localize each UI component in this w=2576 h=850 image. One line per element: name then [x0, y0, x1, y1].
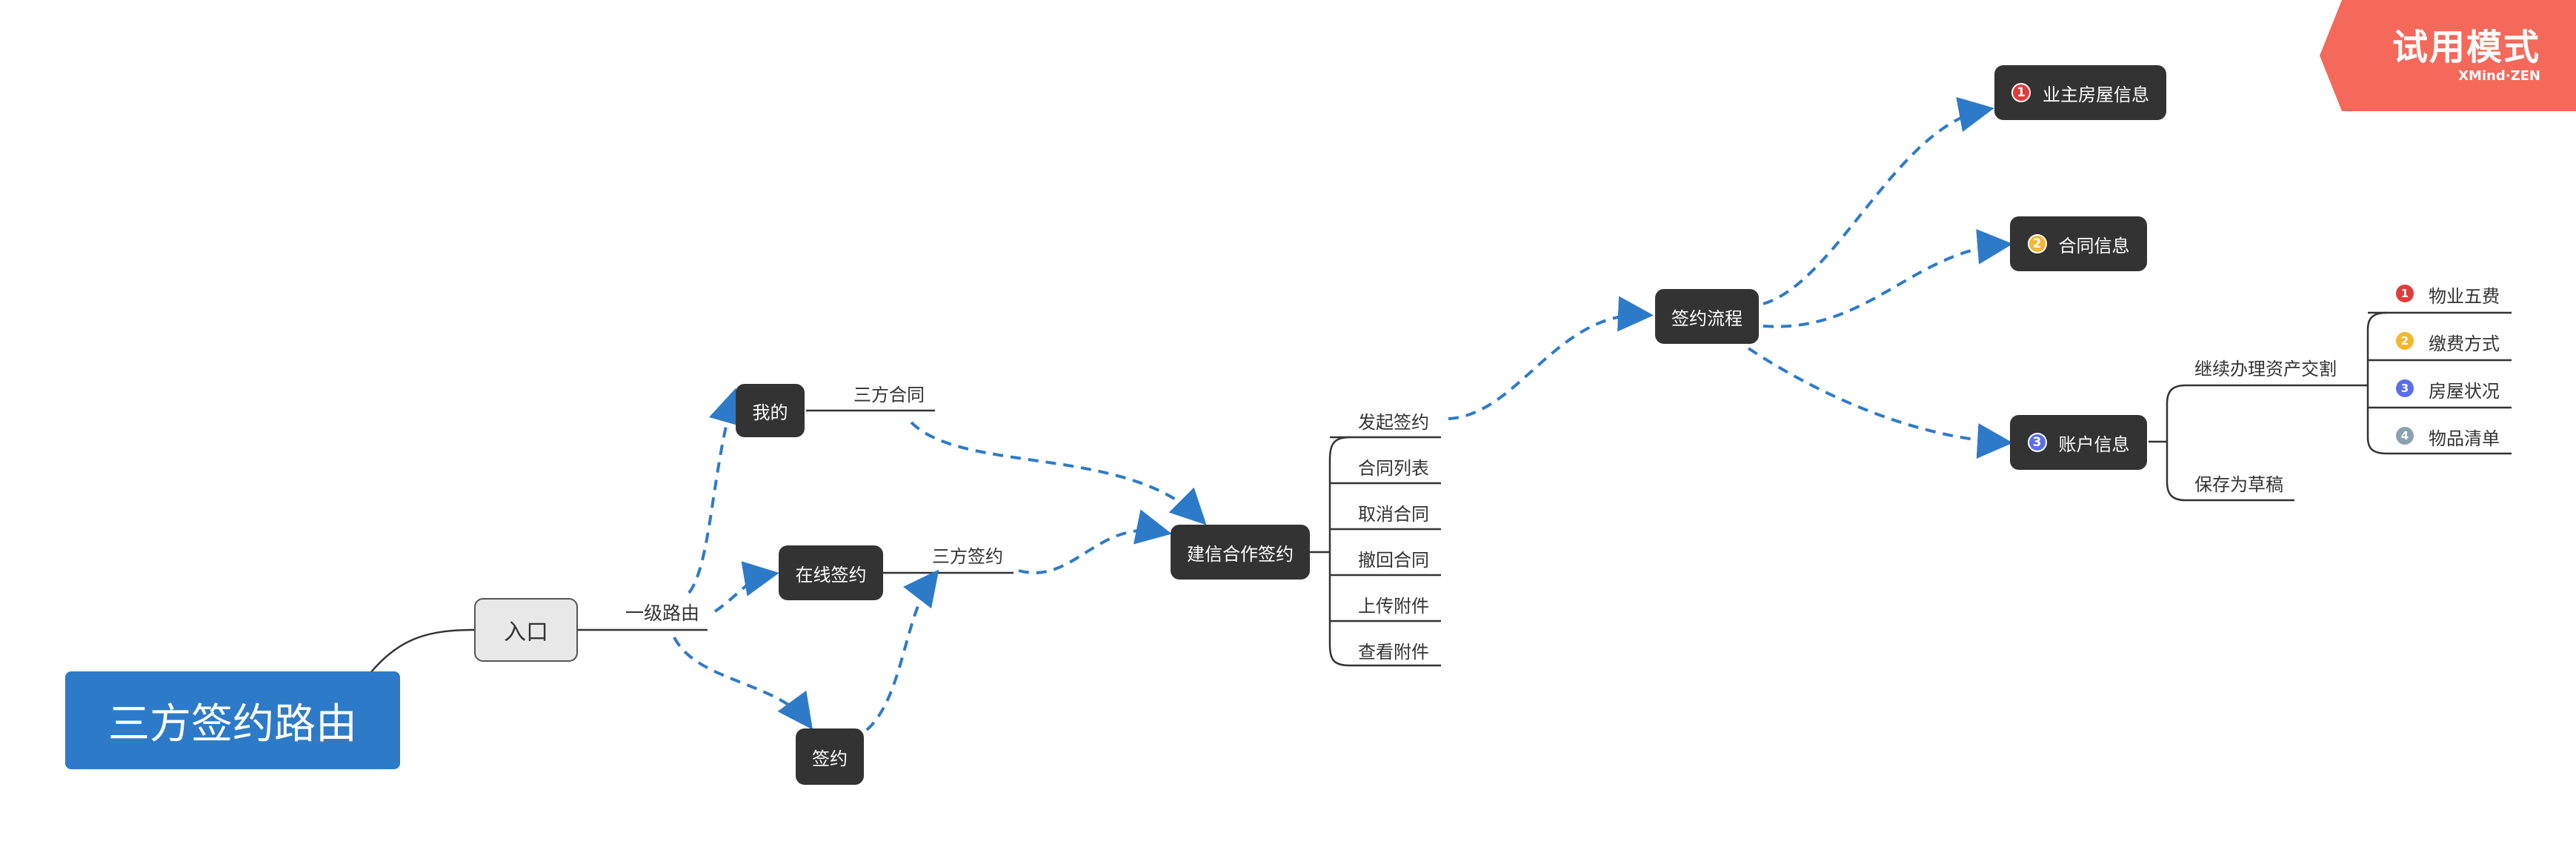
ccb-item-withdraw-contract[interactable]: 撤回合同: [1358, 550, 1429, 571]
payment-method-label[interactable]: 缴费方式: [2429, 333, 2500, 354]
arrow-level1-to-online: [713, 561, 779, 613]
online-sign-topic[interactable]: 在线签约: [779, 545, 883, 600]
entry-topic[interactable]: 入口: [474, 598, 578, 662]
arrow-level1-to-mine: [688, 388, 744, 594]
ccb-item-cancel-contract[interactable]: 取消合同: [1358, 504, 1429, 525]
owner-house-info-label: 业主房屋信息: [2043, 84, 2149, 105]
sign-topic[interactable]: 签约: [796, 728, 864, 785]
entry-topic-label: 入口: [504, 620, 548, 645]
account-info-topic[interactable]: 3 账户信息: [2010, 415, 2147, 470]
account-info-label: 账户信息: [2058, 434, 2130, 455]
contract-info-topic[interactable]: 2 合同信息: [2010, 216, 2147, 271]
root-to-entry-line: [370, 628, 475, 674]
ccb-item-contract-list[interactable]: 合同列表: [1358, 458, 1429, 479]
ccb-item-view-attachment[interactable]: 查看附件: [1358, 642, 1429, 663]
arrow-start-to-flow: [1448, 296, 1654, 420]
priority-3-icon: 3: [2396, 379, 2414, 397]
arrow-mine-sub-to-ccb: [910, 421, 1207, 525]
root-topic[interactable]: 三方签约路由: [65, 671, 400, 769]
trial-badge-shape: [2320, 0, 2576, 111]
level1-route-label[interactable]: 一级路由: [625, 602, 700, 624]
arrow-level1-to-sign: [673, 637, 813, 730]
owner-house-info-topic[interactable]: 1 业主房屋信息: [1994, 65, 2166, 120]
mine-topic[interactable]: 我的: [736, 384, 805, 437]
three-party-contract-label[interactable]: 三方合同: [853, 385, 925, 405]
ccb-item-start-sign[interactable]: 发起签约: [1358, 412, 1429, 433]
ccb-item-upload-attachment[interactable]: 上传附件: [1358, 596, 1429, 617]
trial-mode-badge: 试用模式 XMind·ZEN: [2320, 0, 2576, 111]
priority-2-icon: 2: [2027, 234, 2047, 253]
sign-flow-topic-label: 签约流程: [1671, 308, 1743, 329]
online-sign-topic-label: 在线签约: [795, 564, 867, 585]
continue-asset-handover-label[interactable]: 继续办理资产交割: [2194, 359, 2337, 379]
priority-4-icon: 4: [2396, 427, 2414, 445]
ccb-items-trunk: [1328, 436, 1351, 667]
trial-mode-title: 试用模式: [2392, 27, 2540, 68]
priority-2-icon: 2: [2396, 332, 2414, 350]
three-party-sign-label[interactable]: 三方签约: [932, 546, 1003, 567]
ccb-cooperation-sign-topic[interactable]: 建信合作签约: [1171, 525, 1310, 580]
contract-info-label: 合同信息: [2058, 235, 2130, 256]
root-topic-label: 三方签约路由: [108, 700, 357, 748]
arrow-sign-to-online: [865, 569, 939, 731]
priority-3-icon: 3: [2027, 433, 2047, 452]
sign-flow-topic[interactable]: 签约流程: [1655, 289, 1759, 344]
ccb-cooperation-sign-label: 建信合作签约: [1187, 543, 1294, 565]
property-fees-label[interactable]: 物业五费: [2429, 286, 2500, 307]
priority-1-icon: 1: [2011, 83, 2031, 102]
arrow-online-sub-to-ccb: [1018, 509, 1172, 574]
mine-topic-label: 我的: [752, 402, 788, 423]
priority-1-icon: 1: [2396, 285, 2414, 302]
item-list-label[interactable]: 物品清单: [2429, 428, 2500, 449]
arrow-flow-to-contract: [1763, 228, 2013, 328]
sign-topic-label: 签约: [812, 748, 848, 769]
arrow-flow-to-account: [1747, 347, 2013, 459]
save-as-draft-label[interactable]: 保存为草稿: [2194, 474, 2283, 495]
xmind-zen-logo: XMind·ZEN: [2458, 68, 2540, 84]
arrow-flow-to-owner: [1763, 96, 1994, 305]
house-condition-label[interactable]: 房屋状况: [2429, 381, 2500, 402]
